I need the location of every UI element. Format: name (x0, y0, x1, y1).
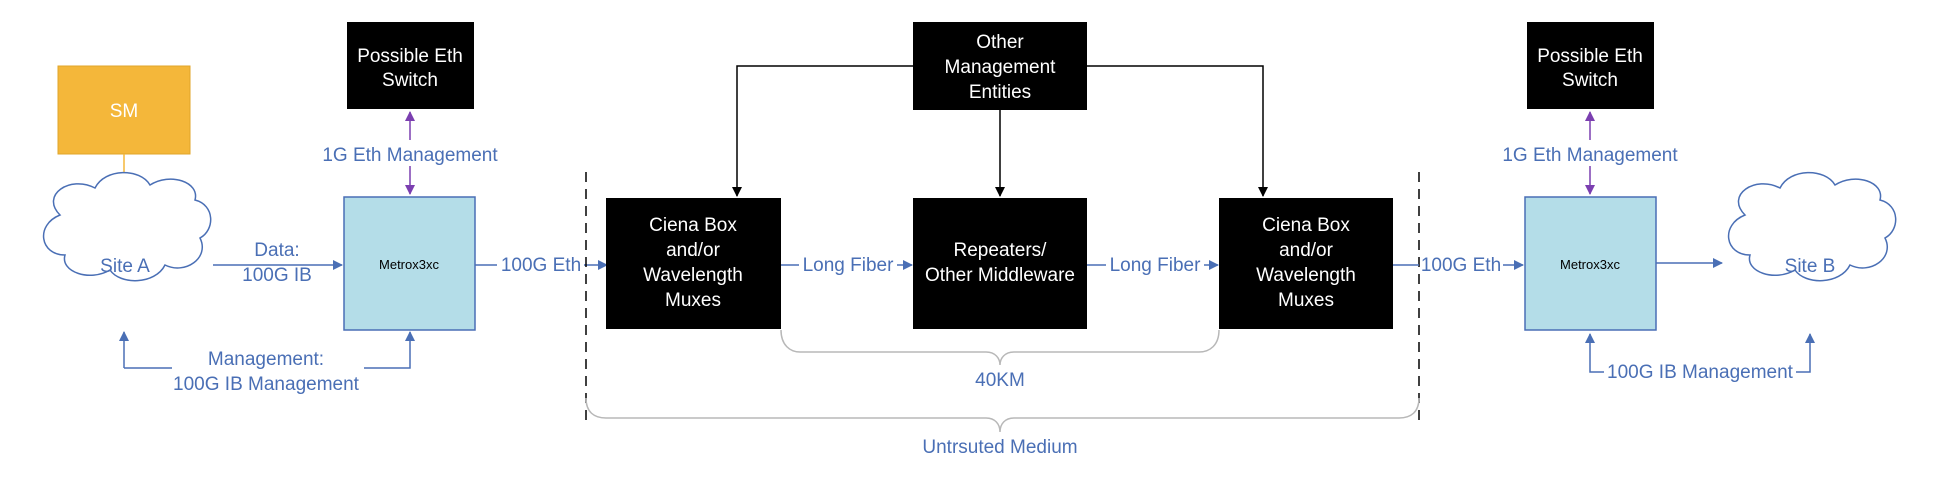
eth-switch-left-node: Possible Eth Switch (347, 22, 474, 109)
ciena-right-label-line1: Ciena Box (1262, 215, 1350, 236)
ib-mgmt-b-arrow-right (1796, 333, 1815, 373)
eth-switch-left-label-line1: Possible Eth (357, 46, 463, 67)
ciena-left-label-line1: Ciena Box (649, 215, 737, 236)
eth-mgmt-right-label: 1G Eth Management (1502, 145, 1678, 166)
ciena-right-label-line3: Wavelength (1256, 265, 1356, 286)
untrusted-brace (585, 397, 1420, 433)
eth-100g-left-label: 100G Eth (501, 255, 581, 276)
data-a-label-line1: Data: (254, 240, 299, 261)
ciena-left-label-line3: Wavelength (643, 265, 743, 286)
metrox-left-label: Metrox3xc (379, 257, 439, 272)
ciena-left-label-line2: and/or (666, 240, 721, 261)
site-b-cloud: Site B (1728, 171, 1897, 282)
distance-brace (780, 329, 1220, 366)
other-mgmt-label-line2: Management (945, 57, 1057, 78)
other-mgmt-label-line3: Entities (969, 82, 1031, 103)
ciena-right-label-line4: Muxes (1278, 290, 1334, 311)
site-a-cloud: Site A (43, 171, 212, 282)
long-fiber-2-label: Long Fiber (1110, 255, 1202, 276)
eth-switch-left-label-line2: Switch (382, 70, 438, 91)
ib-mgmt-b-arrow-left (1585, 333, 1604, 373)
ciena-left-node: Ciena Box and/or Wavelength Muxes (606, 198, 781, 329)
eth-switch-right-label-line1: Possible Eth (1537, 46, 1643, 67)
mgmt-a-arrow-up-right (364, 331, 415, 369)
other-mgmt-to-ciena-right-arrow (1087, 65, 1268, 197)
other-mgmt-node: Other Management Entities (913, 22, 1087, 110)
distance-label: 40KM (975, 370, 1025, 391)
mgmt-a-label-line1: Management: (208, 349, 324, 370)
site-b-label: Site B (1785, 256, 1836, 277)
mgmt-a-label-line2: 100G IB Management (173, 374, 360, 395)
site-a-label: Site A (100, 256, 150, 277)
eth-100g-right-label: 100G Eth (1421, 255, 1501, 276)
data-a-label-line2: 100G IB (242, 265, 312, 286)
ib-mgmt-b-label: 100G IB Management (1607, 362, 1794, 383)
ciena-right-node: Ciena Box and/or Wavelength Muxes (1219, 198, 1393, 329)
sm-node: SM (57, 65, 191, 155)
metrox-right-node: Metrox3xc (1524, 196, 1657, 331)
metrox-left-node: Metrox3xc (343, 196, 476, 331)
repeaters-node: Repeaters/ Other Middleware (913, 198, 1087, 329)
repeaters-label-line2: Other Middleware (925, 265, 1075, 286)
ciena-right-label-line2: and/or (1279, 240, 1334, 261)
eth-switch-right-node: Possible Eth Switch (1527, 22, 1654, 109)
eth-mgmt-left-label: 1G Eth Management (322, 145, 498, 166)
ciena-left-label-line4: Muxes (665, 290, 721, 311)
other-mgmt-to-ciena-left-arrow (732, 65, 913, 197)
other-mgmt-label-line1: Other (976, 32, 1024, 53)
untrusted-label: Untrsuted Medium (922, 437, 1077, 458)
repeaters-label-line1: Repeaters/ (954, 240, 1048, 261)
metrox-right-label: Metrox3xc (1560, 257, 1620, 272)
long-fiber-1-label: Long Fiber (803, 255, 895, 276)
eth-switch-right-label-line2: Switch (1562, 70, 1618, 91)
sm-label: SM (110, 101, 139, 122)
